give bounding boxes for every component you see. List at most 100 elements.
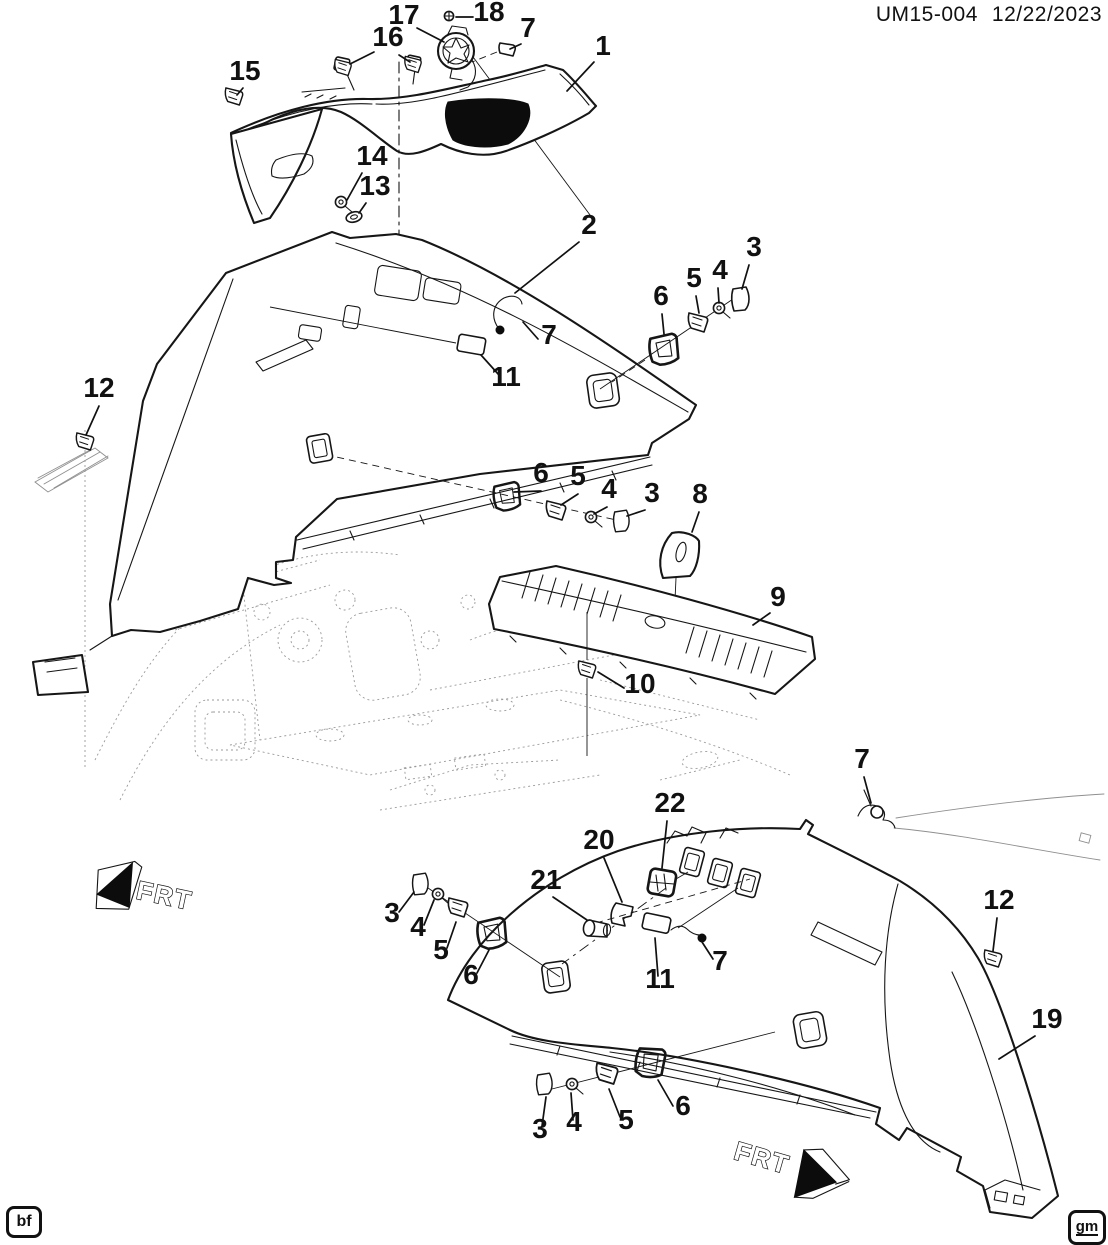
callout-label-4: 4 — [601, 473, 617, 504]
gm-logo-badge: gm — [1068, 1210, 1106, 1245]
callout-label-11: 11 — [491, 361, 521, 392]
part-11-lamp-lower — [641, 887, 739, 934]
part-3-cap-row4 — [535, 1072, 553, 1096]
callout-leader-2 — [514, 241, 580, 294]
callout-leader-3 — [741, 264, 750, 290]
frt-indicator-left: FRT — [95, 860, 196, 917]
callout-leader-7 — [522, 321, 539, 340]
callout-leader-10 — [597, 671, 625, 689]
callout-label-5: 5 — [570, 460, 586, 491]
frt-arrow-left — [96, 861, 134, 908]
part-7-wire-upper — [493, 295, 523, 335]
callout-leader-4 — [717, 287, 720, 304]
callout-label-19: 19 — [1031, 1003, 1062, 1034]
callout-label-12: 12 — [983, 884, 1014, 915]
part-21-retainer — [582, 919, 612, 938]
callout-leader-12 — [85, 405, 100, 436]
frt-label-right: FRT — [731, 1136, 794, 1180]
callout-label-3: 3 — [644, 477, 660, 508]
callout-label-4: 4 — [566, 1106, 582, 1137]
callout-leader-7 — [509, 43, 522, 50]
part-22-grommet — [561, 867, 689, 965]
part-13-grommet — [345, 210, 363, 224]
callout-label-6: 6 — [675, 1090, 691, 1121]
callout-label-21: 21 — [530, 864, 561, 895]
part-3-cap-row1 — [730, 286, 750, 312]
frt-label-left: FRT — [134, 875, 196, 916]
callout-label-7: 7 — [520, 12, 536, 43]
part-9-sill-plate — [487, 564, 817, 700]
part-3-cap-row2 — [612, 509, 630, 533]
part-4-screw-row1 — [712, 301, 731, 319]
callout-label-5: 5 — [433, 934, 449, 965]
document-code: UM15-004 — [875, 3, 978, 26]
part-6-grommet-row2 — [490, 480, 523, 513]
callout-label-3: 3 — [532, 1113, 548, 1144]
callout-leader-6 — [657, 1079, 674, 1107]
frt-indicator-right: FRT — [730, 1135, 850, 1199]
callout-leader-21 — [552, 896, 588, 921]
callout-label-6: 6 — [653, 280, 669, 311]
part-7-clip-top — [498, 42, 517, 57]
frt-arrow-right — [793, 1148, 838, 1198]
callout-leader-11 — [480, 354, 500, 376]
callout-label-14: 14 — [356, 140, 388, 171]
part-10-clip — [577, 612, 597, 756]
callout-label-4: 4 — [410, 911, 426, 942]
callout-leader-12 — [992, 917, 998, 952]
callout-leader-7 — [863, 776, 872, 804]
callout-label-6: 6 — [463, 959, 479, 990]
callout-leader-5 — [695, 295, 700, 314]
part-11-lamp-upper — [269, 306, 487, 356]
callout-label-7: 7 — [712, 945, 728, 976]
callout-label-15: 15 — [229, 55, 260, 86]
callout-leader-14 — [346, 172, 363, 201]
callout-label-3: 3 — [746, 231, 762, 262]
callout-leader-5 — [608, 1088, 621, 1118]
part-12-clip-right — [983, 949, 1003, 968]
callout-leader-1 — [566, 61, 595, 92]
callout-label-17: 17 — [388, 0, 419, 30]
callout-leader-3 — [398, 891, 415, 913]
callout-label-12: 12 — [83, 372, 114, 403]
callout-leader-13 — [358, 202, 367, 214]
callout-label-6: 6 — [533, 457, 549, 488]
callout-leader-11 — [654, 937, 659, 977]
callout-leader-6 — [476, 949, 490, 974]
callout-label-10: 10 — [624, 668, 655, 699]
callout-label-3: 3 — [384, 897, 400, 928]
page-code-badge: bf — [6, 1206, 42, 1238]
fastener-row-3 — [411, 872, 561, 978]
callout-leader-6 — [513, 490, 542, 493]
callout-label-13: 13 — [359, 170, 390, 201]
part-14-screw — [334, 195, 353, 213]
callout-label-20: 20 — [583, 824, 614, 855]
part-12-clip-left — [75, 432, 95, 451]
callout-label-16: 16 — [372, 21, 403, 52]
callout-label-1: 1 — [595, 30, 611, 61]
drawing-title-block: UM15-004 12/22/2023 — [862, 3, 1102, 27]
part-2-quarter-trim-panel — [31, 230, 698, 697]
part-4-screw-row3 — [431, 887, 450, 905]
callout-label-22: 22 — [654, 787, 685, 818]
fastener-row-2 — [331, 455, 630, 533]
fastener-row-1 — [599, 286, 750, 390]
part-18-screw — [443, 10, 455, 22]
callout-label-8: 8 — [692, 478, 708, 509]
callout-label-5: 5 — [618, 1104, 634, 1135]
part-5-clip-row3 — [447, 897, 469, 918]
fastener-row-4 — [535, 1031, 776, 1096]
part-19-quarter-trim-panel — [446, 818, 1060, 1220]
callout-label-9: 9 — [770, 581, 786, 612]
document-date: 12/22/2023 — [991, 3, 1102, 26]
callout-leader-4 — [593, 506, 608, 515]
callout-leader-3 — [541, 1096, 547, 1127]
callout-leader-4 — [570, 1092, 574, 1121]
callout-leader-7 — [701, 941, 714, 960]
callout-label-5: 5 — [686, 262, 702, 293]
callout-label-4: 4 — [712, 254, 728, 285]
part-4-screw-row4 — [565, 1077, 584, 1095]
callout-leader-9 — [752, 612, 771, 626]
